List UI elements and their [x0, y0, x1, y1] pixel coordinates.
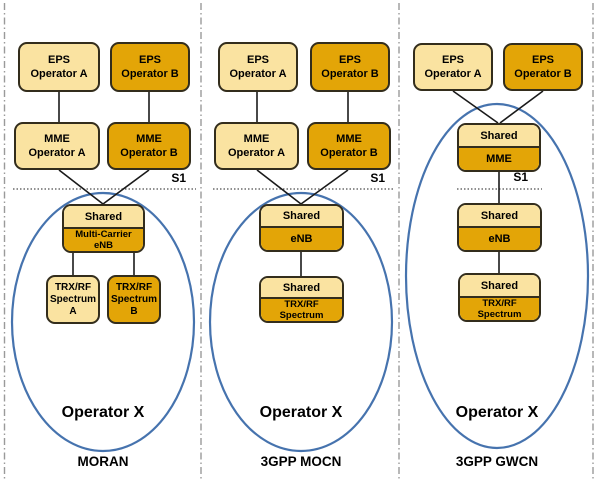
trx-rf-spectrum-a-label: TRX/RF Spectrum A	[49, 281, 97, 317]
shared-enb-box-gwcn: Shared eNB	[457, 203, 542, 252]
enb-section: eNB	[459, 226, 540, 250]
shared-section: Shared	[459, 205, 540, 226]
mme-operator-b-label: MME Operator B	[320, 133, 378, 159]
operator-x-ellipse-moran	[10, 191, 196, 453]
mme-operator-a-box-mocn: MME Operator A	[214, 122, 299, 170]
operator-x-ellipse-mocn	[208, 191, 394, 453]
eps-operator-a-box-gwcn: EPS Operator A	[413, 43, 493, 91]
enb-section: eNB	[261, 226, 342, 250]
eps-operator-b-box-moran: EPS Operator B	[110, 42, 190, 92]
shared-section: Shared	[261, 206, 342, 226]
connector-eps-a-mme-gwcn	[452, 90, 499, 124]
shared-label: Shared	[480, 129, 518, 142]
connector-eps-b-mme-gwcn	[499, 90, 544, 124]
mme-operator-b-box-moran: MME Operator B	[107, 122, 191, 170]
shared-section: Shared	[261, 278, 342, 297]
panel-caption-gwcn: 3GPP GWCN	[455, 454, 539, 469]
shared-trx-rf-spectrum-box-mocn: Shared TRX/RF Spectrum	[259, 276, 344, 323]
operator-x-label-gwcn: Operator X	[455, 404, 539, 421]
eps-operator-a-box-moran: EPS Operator A	[18, 42, 100, 92]
shared-label: Shared	[282, 210, 321, 222]
shared-multicarrier-enb-box-moran: Shared Multi-Carrier eNB	[62, 204, 145, 253]
mme-section: MME	[459, 146, 539, 170]
shared-label: Shared	[84, 210, 123, 223]
mme-operator-a-label: MME Operator A	[227, 133, 286, 159]
mme-operator-b-box-mocn: MME Operator B	[307, 122, 391, 170]
eps-operator-a-box-mocn: EPS Operator A	[218, 42, 298, 92]
trx-rf-spectrum-b-label: TRX/RF Spectrum B	[110, 281, 158, 317]
s1-interface-label-mocn: S1	[370, 171, 385, 185]
shared-section: Shared	[460, 275, 539, 296]
trx-rf-spectrum-label: TRX/RF Spectrum	[477, 298, 522, 320]
trx-rf-spectrum-b-box-moran: TRX/RF Spectrum B	[107, 275, 161, 324]
panel-caption-mocn: 3GPP MOCN	[260, 454, 342, 469]
eps-operator-a-label: EPS Operator A	[424, 54, 482, 80]
enb-label: eNB	[488, 233, 511, 245]
operator-x-label-mocn: Operator X	[259, 404, 343, 421]
mme-operator-b-label: MME Operator B	[120, 133, 178, 159]
eps-operator-a-label: EPS Operator A	[229, 54, 287, 80]
shared-section: Shared	[64, 206, 143, 227]
eps-operator-b-box-gwcn: EPS Operator B	[503, 43, 583, 91]
eps-operator-b-label: EPS Operator B	[514, 54, 572, 80]
shared-enb-box-mocn: Shared eNB	[259, 204, 344, 252]
s1-interface-label-gwcn: S1	[513, 170, 528, 184]
multicarrier-enb-label: Multi-Carrier eNB	[75, 229, 132, 251]
mme-operator-a-label: MME Operator A	[28, 133, 86, 159]
panel-caption-moran: MORAN	[77, 454, 129, 469]
operator-x-ellipse-gwcn	[404, 102, 590, 450]
shared-label: Shared	[282, 281, 321, 294]
connector-mme-a-enb-moran	[58, 169, 104, 205]
trx-rf-spectrum-section: TRX/RF Spectrum	[261, 297, 342, 321]
eps-operator-b-box-mocn: EPS Operator B	[310, 42, 390, 92]
multicarrier-enb-section: Multi-Carrier eNB	[64, 227, 143, 251]
trx-rf-spectrum-section: TRX/RF Spectrum	[460, 296, 539, 320]
eps-operator-b-label: EPS Operator B	[321, 54, 379, 80]
connector-mme-a-enb-mocn	[256, 169, 302, 205]
mme-label: MME	[486, 153, 512, 165]
operator-x-label-moran: Operator X	[61, 404, 145, 421]
s1-interface-label-moran: S1	[171, 171, 186, 185]
connector-mme-b-enb-mocn	[300, 169, 349, 205]
trx-rf-spectrum-label: TRX/RF Spectrum	[279, 299, 324, 321]
shared-trx-rf-spectrum-box-gwcn: Shared TRX/RF Spectrum	[458, 273, 541, 322]
mme-operator-a-box-moran: MME Operator A	[14, 122, 100, 170]
eps-operator-a-label: EPS Operator A	[30, 54, 88, 80]
shared-section: Shared	[459, 125, 539, 146]
shared-label: Shared	[480, 279, 519, 292]
trx-rf-spectrum-a-box-moran: TRX/RF Spectrum A	[46, 275, 100, 324]
eps-operator-b-label: EPS Operator B	[121, 54, 179, 80]
connector-mme-b-enb-moran	[102, 169, 150, 205]
shared-mme-box-gwcn: Shared MME	[457, 123, 541, 172]
shared-label: Shared	[480, 209, 519, 222]
enb-label: eNB	[290, 233, 313, 245]
